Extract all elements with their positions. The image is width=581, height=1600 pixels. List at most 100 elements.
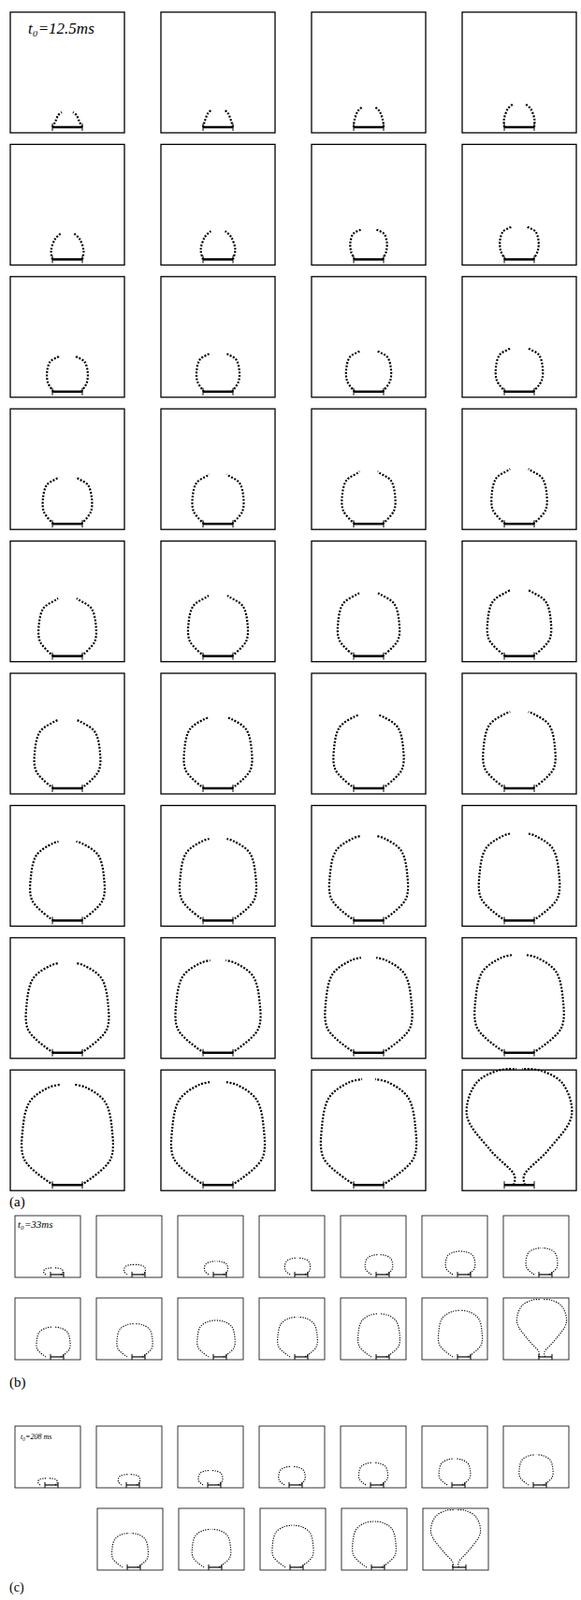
plate-tick bbox=[232, 1181, 234, 1190]
bubble-contour bbox=[377, 593, 400, 656]
bubble-contour bbox=[74, 1085, 114, 1186]
plate-tick bbox=[203, 123, 204, 131]
bubble-contour bbox=[374, 1463, 389, 1486]
plate-tick bbox=[232, 520, 234, 528]
frame-box bbox=[14, 1298, 81, 1361]
bubble-contour bbox=[171, 1082, 212, 1186]
bubble-contour bbox=[197, 1321, 216, 1358]
bubble-contour bbox=[324, 958, 361, 1054]
bubble-contour bbox=[461, 1310, 483, 1358]
heater-plate bbox=[504, 787, 535, 791]
frame-box bbox=[160, 938, 276, 1060]
heater-plate bbox=[52, 787, 83, 791]
frame-box bbox=[259, 1298, 325, 1361]
frame-box bbox=[96, 1216, 162, 1279]
bubble-contour bbox=[130, 1475, 141, 1486]
bubble-contour bbox=[201, 231, 212, 260]
frame-box bbox=[311, 541, 426, 663]
bubble-contour bbox=[179, 839, 210, 921]
frame-box bbox=[160, 1070, 276, 1192]
frame-box bbox=[311, 938, 426, 1060]
bubble-contour bbox=[364, 1255, 378, 1276]
bubble-contour bbox=[526, 225, 539, 260]
bubble-contour bbox=[43, 477, 59, 524]
bubble-contour bbox=[34, 720, 59, 789]
heater-plate bbox=[127, 1567, 141, 1569]
plate-tick bbox=[290, 1565, 291, 1571]
bubble-contour bbox=[482, 711, 510, 789]
heater-plate bbox=[52, 654, 83, 658]
plate-tick bbox=[470, 1354, 472, 1361]
bubble-contour bbox=[375, 106, 384, 128]
plate-tick bbox=[353, 653, 355, 661]
bubble-contour bbox=[51, 233, 61, 260]
bubble-contour bbox=[537, 1455, 553, 1486]
frame-box bbox=[311, 12, 426, 133]
bubble-contour bbox=[29, 842, 59, 922]
bubble-contour bbox=[46, 355, 59, 393]
plate-tick bbox=[534, 784, 536, 793]
plate-tick bbox=[534, 916, 536, 925]
plate-tick bbox=[232, 255, 234, 263]
bubble-contour bbox=[226, 352, 240, 393]
plate-tick bbox=[546, 1482, 548, 1489]
frame-box bbox=[10, 673, 125, 795]
heater-plate bbox=[203, 126, 233, 130]
bubble-contour bbox=[277, 1317, 297, 1358]
plate-tick bbox=[294, 1354, 296, 1361]
heater-plate bbox=[376, 1274, 390, 1276]
bubble-contour bbox=[437, 1310, 460, 1358]
bubble-contour bbox=[377, 836, 408, 921]
frame-box bbox=[259, 1216, 325, 1279]
heater-plate bbox=[203, 654, 233, 658]
bubble-contour bbox=[191, 474, 209, 524]
plate-tick bbox=[551, 1272, 553, 1279]
frame-box bbox=[340, 1426, 407, 1489]
bubble-contour bbox=[516, 1300, 540, 1358]
bubble-contour bbox=[341, 471, 360, 524]
heater-plate bbox=[457, 1274, 471, 1276]
bubble-contour bbox=[54, 1327, 71, 1358]
heater-plate bbox=[131, 1274, 146, 1276]
plate-tick bbox=[383, 520, 385, 528]
bubble-contour bbox=[377, 349, 392, 393]
bubble-contour bbox=[375, 1079, 417, 1186]
bubble-contour bbox=[337, 593, 360, 656]
plate-tick bbox=[232, 1049, 234, 1058]
plate-tick bbox=[52, 653, 54, 661]
bubble-contour bbox=[377, 471, 396, 524]
frame-box bbox=[10, 938, 125, 1060]
plate-tick bbox=[232, 916, 234, 925]
heater-plate bbox=[52, 919, 83, 923]
bubble-contour bbox=[358, 1314, 379, 1358]
heater-plate bbox=[294, 1274, 308, 1276]
bubble-contour bbox=[135, 1264, 146, 1276]
time-label: t₀=33ms bbox=[17, 1219, 54, 1231]
bubble-contour bbox=[491, 468, 510, 524]
frame-box bbox=[96, 1298, 162, 1361]
bubble-contour bbox=[526, 955, 565, 1054]
frame-box bbox=[160, 276, 276, 398]
time-label: t₀=208 ms bbox=[20, 1434, 52, 1443]
plate-tick bbox=[52, 784, 54, 793]
plate-tick bbox=[127, 1565, 129, 1571]
plate-tick bbox=[353, 1181, 355, 1190]
plate-tick bbox=[213, 1272, 215, 1279]
bubble-contour bbox=[358, 1463, 373, 1486]
heater-plate bbox=[353, 258, 384, 262]
plate-tick bbox=[452, 1565, 454, 1571]
bubble-contour bbox=[528, 468, 548, 524]
frame-box bbox=[160, 805, 276, 927]
frame-box bbox=[462, 541, 577, 663]
plate-tick bbox=[44, 1482, 46, 1489]
bubble-contour bbox=[504, 103, 513, 128]
bubble-contour bbox=[495, 347, 511, 392]
bubble-contour bbox=[38, 1479, 48, 1486]
plate-tick bbox=[203, 653, 204, 661]
bubble-contour bbox=[226, 839, 257, 921]
heater-plate bbox=[203, 391, 233, 394]
plate-tick bbox=[504, 784, 506, 793]
plate-tick bbox=[464, 1482, 466, 1489]
frame-box bbox=[10, 541, 125, 663]
plate-tick bbox=[82, 388, 84, 396]
